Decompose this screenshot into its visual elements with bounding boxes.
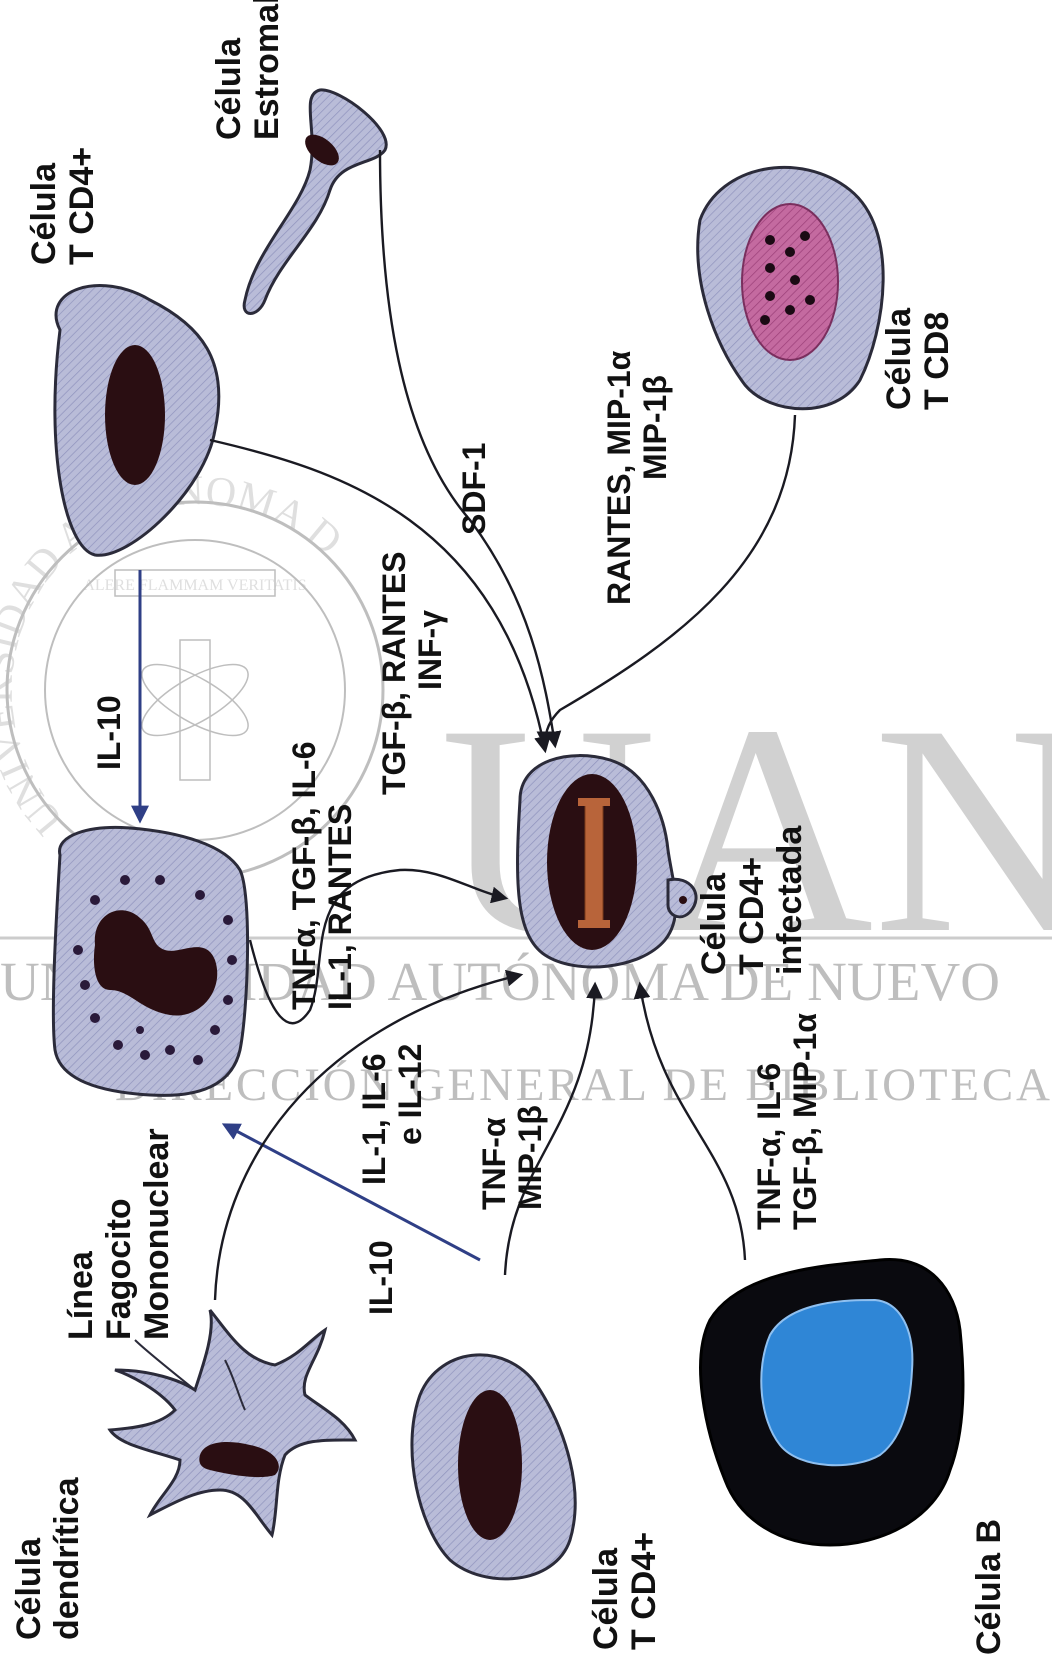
svg-text:Célula: Célula bbox=[880, 307, 918, 410]
svg-text:T CD4+: T CD4+ bbox=[63, 147, 101, 265]
label-cd4-left: Célula T CD4+ bbox=[587, 1532, 663, 1650]
svg-text:Línea: Línea bbox=[62, 1250, 100, 1340]
svg-text:SDF-1: SDF-1 bbox=[456, 443, 492, 535]
svg-text:IL-10: IL-10 bbox=[363, 1240, 399, 1315]
cd4-left-cell bbox=[412, 1355, 575, 1579]
label-stromal: Célula Estromal bbox=[210, 0, 286, 140]
svg-text:TGF-β, RANTES: TGF-β, RANTES bbox=[376, 551, 412, 795]
svg-text:TNF-α: TNF-α bbox=[476, 1117, 512, 1210]
svg-text:Mononuclear: Mononuclear bbox=[138, 1128, 176, 1340]
svg-text:IL-1, IL-6: IL-1, IL-6 bbox=[356, 1053, 392, 1185]
svg-text:dendrítica: dendrítica bbox=[48, 1476, 86, 1640]
svg-text:INF-γ: INF-γ bbox=[412, 610, 448, 690]
label-cd8: Célula T CD8 bbox=[880, 307, 956, 410]
b-cell bbox=[701, 1260, 963, 1545]
svg-text:T CD8: T CD8 bbox=[918, 312, 956, 410]
svg-text:TNF-α, IL-6: TNF-α, IL-6 bbox=[751, 1063, 787, 1230]
svg-text:TGF-β, MIP-1α: TGF-β, MIP-1α bbox=[787, 1013, 823, 1230]
label-il10-top: IL-10 bbox=[91, 695, 127, 770]
label-cd8-to-infected: RANTES, MIP-1α MIP-1β bbox=[601, 350, 673, 605]
seal-motto: ALERE FLAMMAM VERITATIS bbox=[83, 577, 306, 594]
svg-text:Célula: Célula bbox=[25, 162, 63, 265]
svg-text:Célula B: Célula B bbox=[970, 1519, 1008, 1655]
svg-text:Célula: Célula bbox=[10, 1537, 48, 1640]
cd8-cell bbox=[698, 167, 883, 408]
svg-text:T CD4+: T CD4+ bbox=[733, 857, 771, 975]
svg-text:MIP-1β: MIP-1β bbox=[512, 1105, 548, 1210]
svg-text:Fagocito: Fagocito bbox=[100, 1198, 138, 1340]
label-phago-secretion: IL-1, IL-6 e IL-12 bbox=[356, 1044, 428, 1185]
arrow-b-cell bbox=[640, 985, 745, 1260]
label-il10-left: IL-10 bbox=[363, 1240, 399, 1315]
label-cd4-top-to-infected: TGF-β, RANTES INF-γ bbox=[376, 551, 448, 795]
svg-text:IL-1, RANTES: IL-1, RANTES bbox=[322, 804, 358, 1010]
svg-text:Célula: Célula bbox=[210, 37, 248, 140]
svg-text:Estromal: Estromal bbox=[248, 0, 286, 140]
label-phago-to-infected: TNFα, TGF-β, IL-6 IL-1, RANTES bbox=[286, 742, 358, 1011]
svg-text:Célula: Célula bbox=[695, 872, 733, 975]
svg-text:IL-10: IL-10 bbox=[91, 695, 127, 770]
label-cd4-left-to-infected: TNF-α MIP-1β bbox=[476, 1105, 548, 1210]
label-stromal-to-infected: SDF-1 bbox=[456, 443, 492, 535]
dendritic-cell bbox=[110, 1310, 355, 1535]
label-b-to-infected: TNF-α, IL-6 TGF-β, MIP-1α bbox=[751, 1013, 823, 1230]
svg-text:TNFα, TGF-β, IL-6: TNFα, TGF-β, IL-6 bbox=[286, 742, 322, 1011]
svg-text:e IL-12: e IL-12 bbox=[392, 1044, 428, 1145]
svg-text:Célula: Célula bbox=[587, 1547, 625, 1650]
phagocyte-cell bbox=[53, 827, 247, 1095]
svg-text:infectada: infectada bbox=[771, 825, 809, 975]
label-dendritic: Célula dendrítica bbox=[10, 1476, 86, 1640]
label-phagocyte: Línea Fagocito Mononuclear bbox=[62, 1128, 176, 1340]
label-cd4-top: Célula T CD4+ bbox=[25, 147, 101, 265]
svg-text:T CD4+: T CD4+ bbox=[625, 1532, 663, 1650]
cd4-top-cell bbox=[55, 286, 219, 556]
svg-text:RANTES, MIP-1α: RANTES, MIP-1α bbox=[601, 350, 637, 605]
svg-text:MIP-1β: MIP-1β bbox=[637, 375, 673, 480]
label-b-cell: Célula B bbox=[970, 1519, 1008, 1655]
